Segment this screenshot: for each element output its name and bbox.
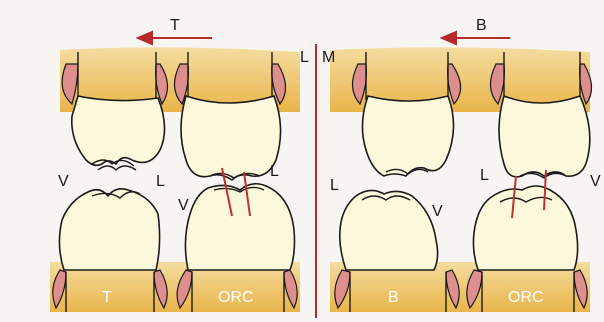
arrow-left-head <box>138 32 152 44</box>
panel3-side-right: V <box>432 203 443 220</box>
panel1-tooth-label: T <box>102 289 112 306</box>
divider-left-label: L <box>300 49 309 66</box>
arrow-right-label: B <box>476 17 487 34</box>
panel3-tooth-label: B <box>388 289 399 306</box>
crown-upper-b <box>362 96 453 176</box>
arrow-left-label: T <box>170 17 180 34</box>
crowns <box>59 96 589 270</box>
crown-lower-t <box>59 189 159 270</box>
panel2-side-left: V <box>178 197 189 214</box>
crown-upper-t <box>72 96 165 165</box>
panel1-side-left: V <box>58 173 69 190</box>
panel4-side-left: L <box>480 167 489 184</box>
divider-right-label: M <box>322 49 335 66</box>
direction-arrows <box>138 32 510 44</box>
panel4-tooth-label: ORC <box>508 289 544 306</box>
arrow-right-head <box>442 32 456 44</box>
panel4-side-right: V <box>590 173 601 190</box>
panel1-side-right: L <box>156 173 165 190</box>
crown-lower-orc-left <box>185 184 294 270</box>
crown-upper-orc-left <box>181 96 281 180</box>
panel2-tooth-label: ORC <box>218 289 254 306</box>
crown-lower-orc-right <box>473 186 577 270</box>
crown-lower-b <box>340 190 438 270</box>
panel2-side-right: L <box>270 163 279 180</box>
panel3-side-left: L <box>330 177 339 194</box>
crown-upper-orc-right <box>499 96 590 177</box>
